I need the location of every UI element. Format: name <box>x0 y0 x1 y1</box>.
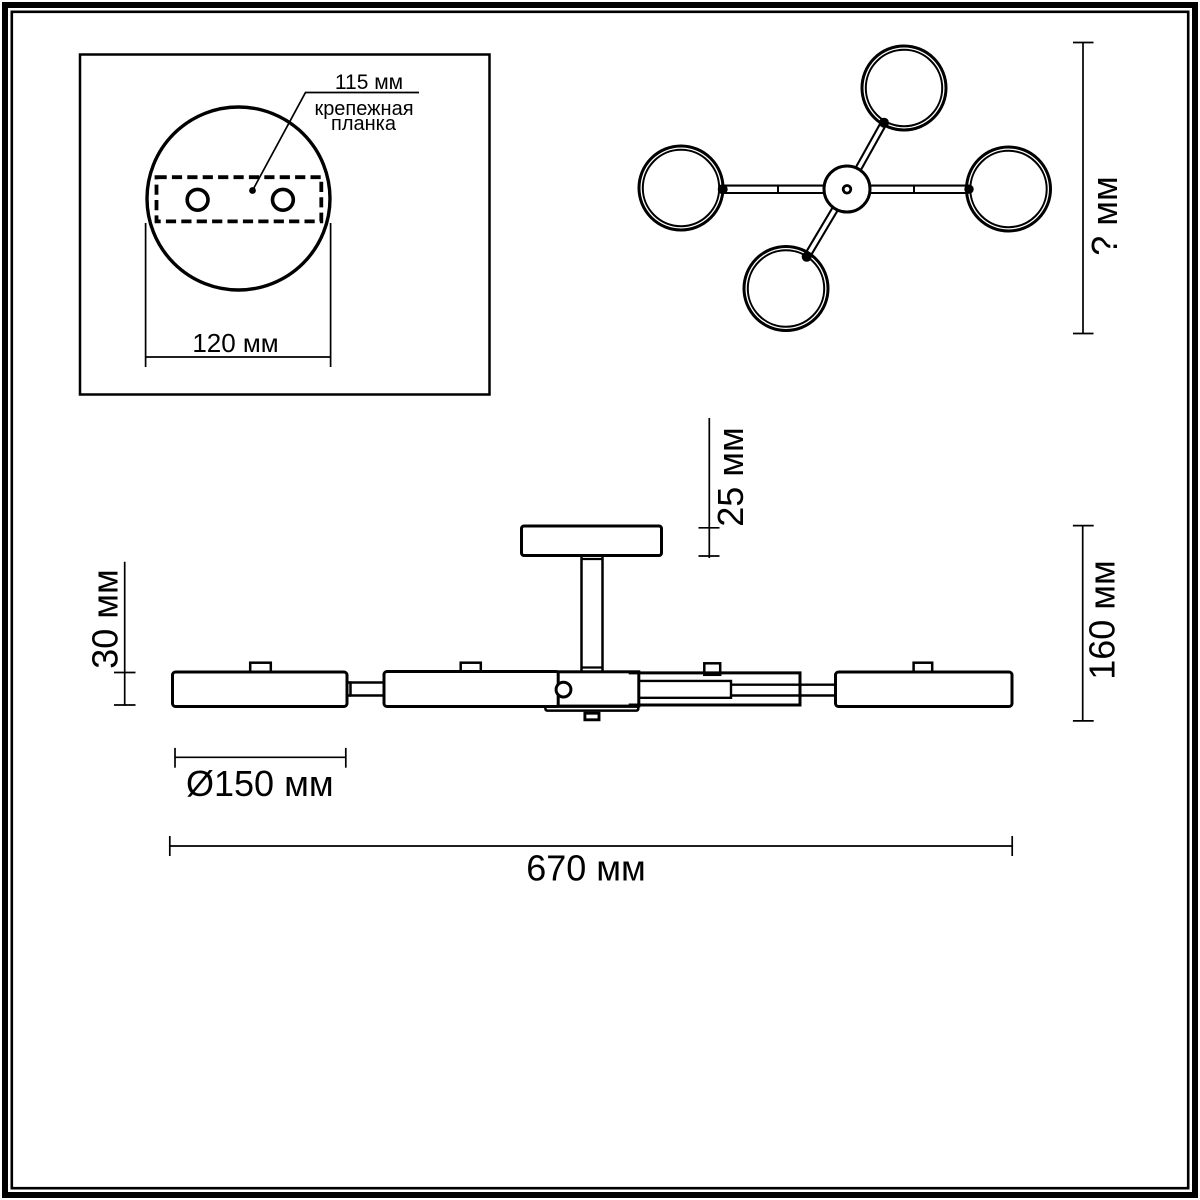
svg-text:30 мм: 30 мм <box>85 569 126 669</box>
svg-text:крепежная: крепежная <box>314 98 413 120</box>
svg-text:25 мм: 25 мм <box>710 427 751 527</box>
svg-text:планка: планка <box>331 113 397 135</box>
svg-text:115 мм: 115 мм <box>335 71 403 94</box>
svg-text:670 мм: 670 мм <box>526 848 646 889</box>
svg-text:Ø150 мм: Ø150 мм <box>186 763 334 804</box>
svg-text:? мм: ? мм <box>1084 176 1125 256</box>
svg-text:120 мм: 120 мм <box>192 328 278 358</box>
svg-text:160 мм: 160 мм <box>1082 560 1123 680</box>
